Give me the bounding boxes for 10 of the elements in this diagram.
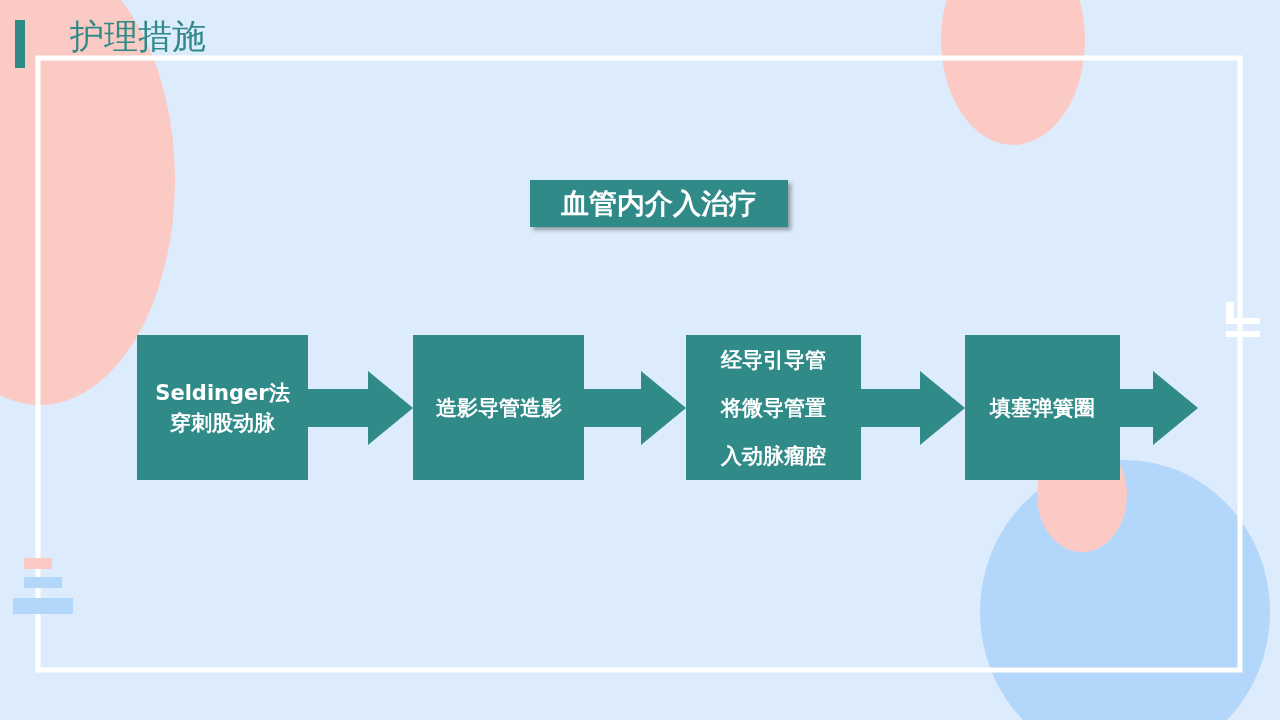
title: 护理措施 xyxy=(70,15,206,58)
block-arrow xyxy=(584,371,686,445)
process-box: 造影导管造影 xyxy=(413,335,584,480)
block-arrow xyxy=(1120,371,1198,445)
block-arrow xyxy=(308,371,413,445)
process-box: 经导引导管将微导管置入动脉瘤腔 xyxy=(686,335,861,480)
process-box: 填塞弹簧圈 xyxy=(965,335,1120,480)
block-arrow xyxy=(861,371,965,445)
heading-box: 血管内介入治疗 xyxy=(530,180,788,227)
process-box: Seldinger法穿刺股动脉 xyxy=(137,335,308,480)
